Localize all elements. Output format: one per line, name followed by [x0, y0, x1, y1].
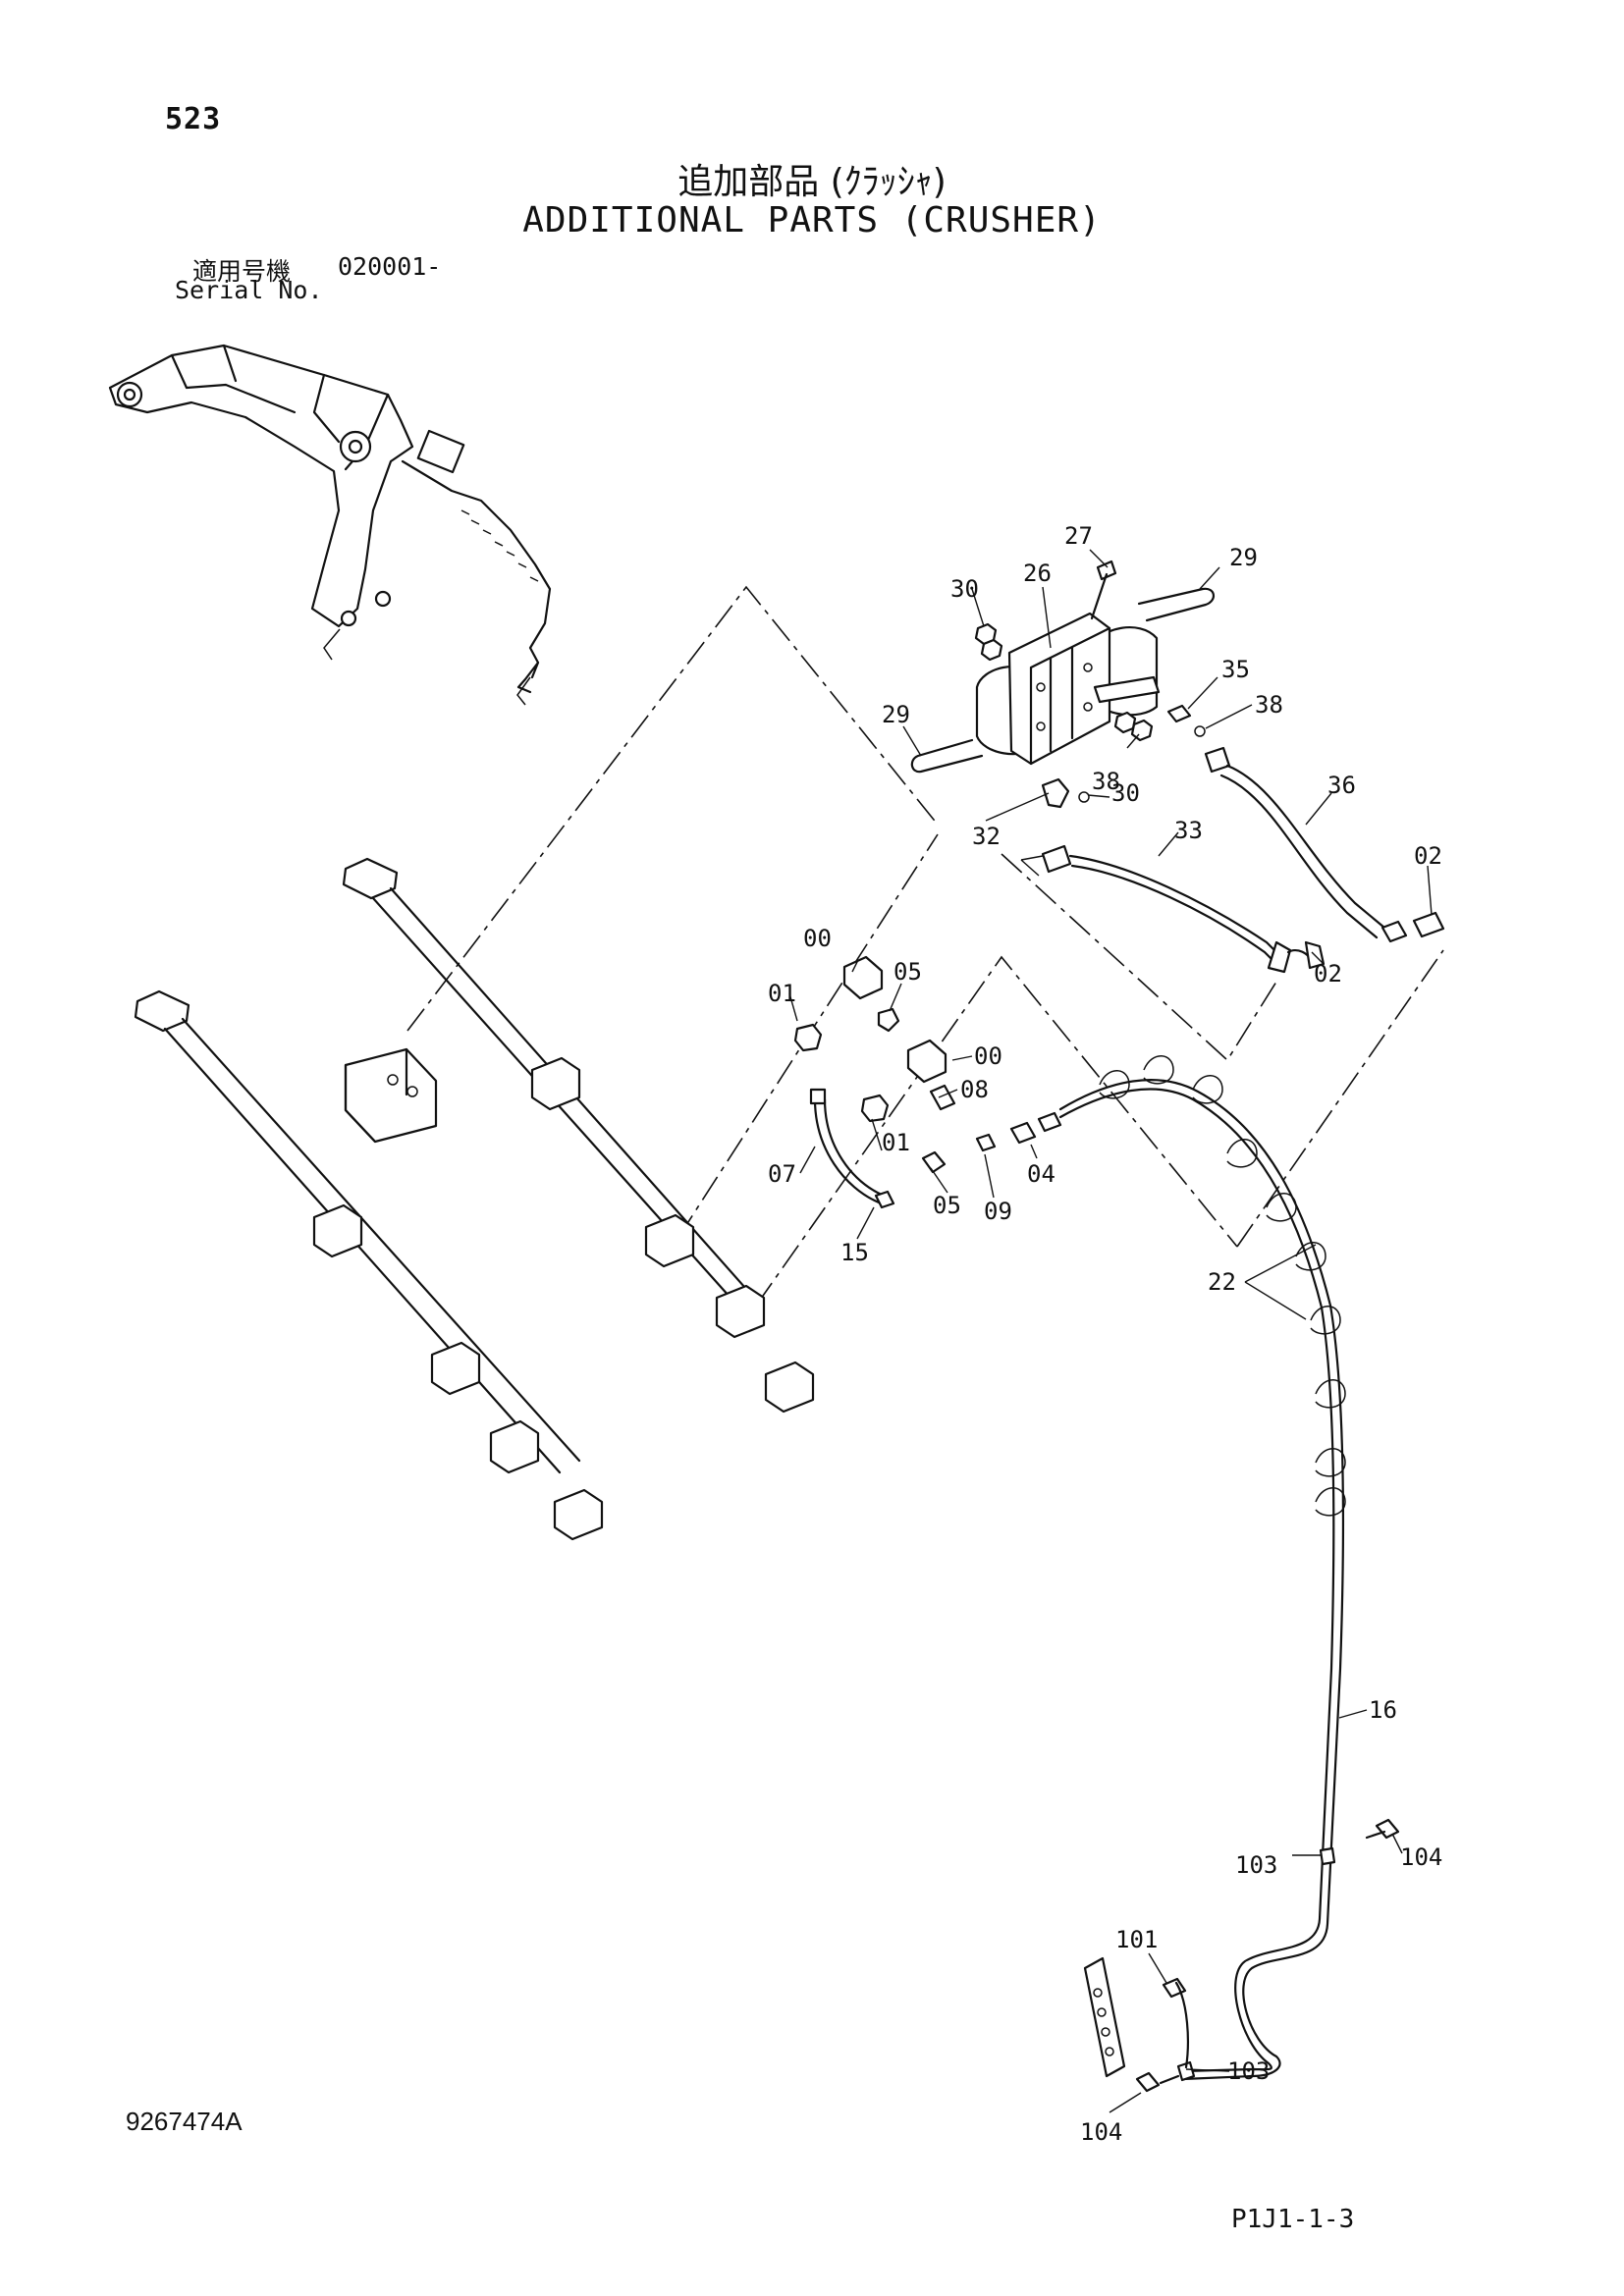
- callout-29: 29: [1229, 544, 1258, 571]
- callout-05: 05: [933, 1192, 961, 1219]
- callout-103: 103: [1227, 2057, 1270, 2085]
- callout-leaders: [788, 549, 1433, 2113]
- callout-05: 05: [893, 958, 922, 986]
- page-title-english: ADDITIONAL PARTS (CRUSHER): [522, 200, 1102, 240]
- reference-lines: [406, 585, 1444, 1307]
- callout-02: 02: [1414, 842, 1442, 870]
- callout-36: 36: [1327, 772, 1356, 799]
- hydraulic-hoses-upper: [1041, 746, 1445, 974]
- callout-00: 00: [803, 925, 832, 952]
- serial-label-japanese: 適用号機: [192, 257, 292, 286]
- hose-16-with-clamps: [1037, 1055, 1400, 2093]
- clamp-rails: [134, 857, 815, 1541]
- callout-00: 00: [974, 1042, 1002, 1070]
- callout-02: 02: [1314, 960, 1342, 988]
- callout-labels: 27 26 30 29 35 38 29 38 30 36 32 33 02 0…: [768, 522, 1442, 2146]
- callout-38: 38: [1255, 691, 1283, 719]
- boom-overview-illustration: [108, 344, 552, 706]
- bracket-assembly: [910, 560, 1215, 809]
- callout-104: 104: [1400, 1843, 1442, 1871]
- callout-16: 16: [1369, 1696, 1397, 1724]
- callout-103: 103: [1235, 1851, 1277, 1879]
- callout-30: 30: [950, 575, 979, 603]
- callout-30: 30: [1111, 779, 1140, 807]
- callout-29: 29: [882, 701, 910, 728]
- callout-22: 22: [1208, 1268, 1236, 1296]
- page-number: 523: [165, 102, 222, 136]
- callout-01: 01: [882, 1129, 910, 1156]
- callout-33: 33: [1174, 817, 1203, 844]
- callout-27: 27: [1064, 522, 1093, 550]
- callout-08: 08: [960, 1076, 989, 1103]
- serial-label-english: Serial No.: [175, 276, 323, 304]
- callout-15: 15: [840, 1239, 869, 1266]
- page-title-japanese: 追加部品 (ｸﾗｯｼｬ): [677, 162, 947, 202]
- callout-101: 101: [1115, 1926, 1158, 1953]
- callout-38: 38: [1092, 768, 1120, 795]
- callout-07: 07: [768, 1160, 796, 1188]
- page-code: P1J1-1-3: [1231, 2205, 1355, 2234]
- callout-104: 104: [1080, 2118, 1122, 2146]
- callout-35: 35: [1221, 656, 1250, 683]
- callout-01: 01: [768, 980, 796, 1007]
- callout-32: 32: [972, 823, 1001, 850]
- clamps-and-fittings: [793, 955, 1037, 1209]
- document-number: 9267474A: [126, 2107, 243, 2136]
- callout-26: 26: [1023, 560, 1052, 587]
- callout-09: 09: [984, 1198, 1012, 1225]
- serial-number-value: 020001-: [338, 252, 442, 281]
- callout-04: 04: [1027, 1160, 1056, 1188]
